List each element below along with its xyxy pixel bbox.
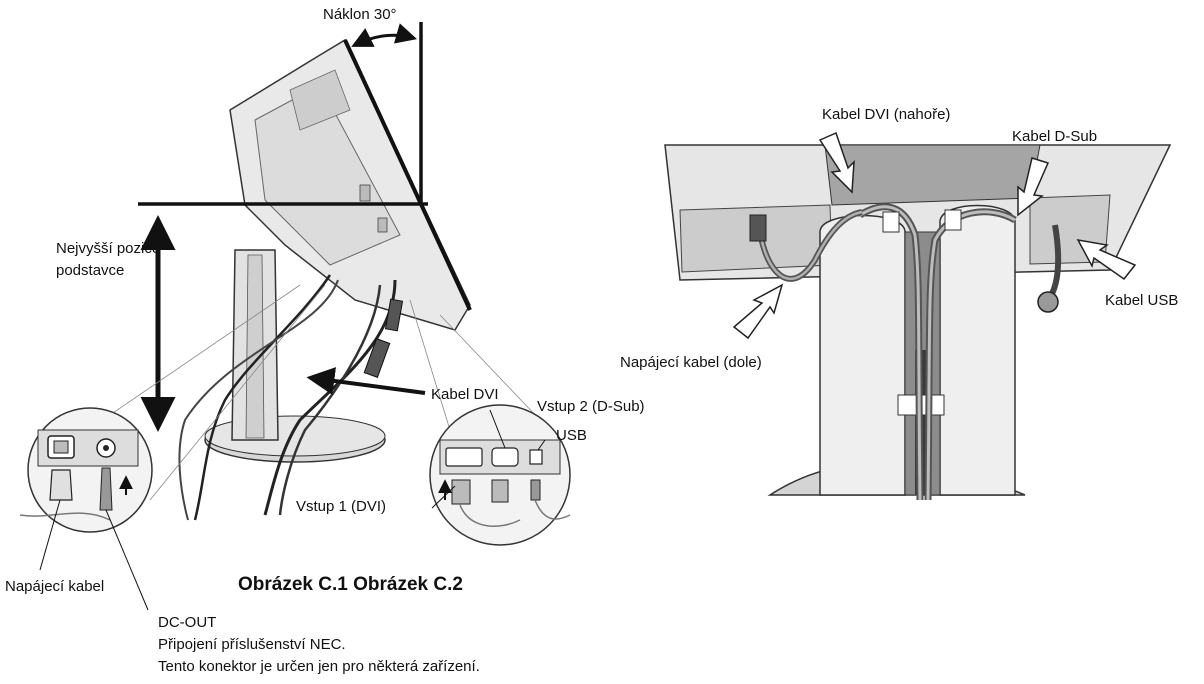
screen-edge-line	[343, 39, 472, 311]
tilt-arc-arrow	[351, 23, 418, 47]
tilt-label: Náklon 30°	[323, 6, 397, 23]
input2-label: Vstup 2 (D-Sub)	[537, 398, 645, 415]
dvi-cable-arrow	[306, 367, 426, 395]
arrow-usb	[1076, 238, 1137, 281]
dsub-label: Kabel D-Sub	[1012, 128, 1098, 145]
dvi-top-label: Kabel DVI (nahoře)	[822, 106, 951, 123]
usb-cable-label: Kabel USB	[1105, 292, 1179, 309]
figure-c1	[19, 22, 571, 611]
signal-connector-inset	[429, 404, 571, 546]
figure-c2	[664, 131, 1172, 501]
dvi-cable-label: Kabel DVI	[431, 386, 499, 403]
column-left	[819, 214, 906, 496]
arrow-power-bottom	[732, 283, 784, 340]
column-right	[939, 204, 1016, 496]
power-bottom-label: Napájecí kabel (dole)	[620, 354, 762, 371]
input1-label: Vstup 1 (DVI)	[296, 498, 387, 515]
dc-out-note-2: Tento konektor je určen jen pro některá …	[158, 658, 480, 675]
max-height-label: Nejvyšší pozice podstavce	[56, 240, 161, 279]
dc-out-note-1: Připojení příslušenství NEC.	[158, 636, 346, 653]
cable-1	[193, 274, 332, 521]
arrow-dsub	[1017, 157, 1050, 217]
usb-label: USB	[556, 427, 587, 444]
arrow-dvi-top	[818, 131, 855, 194]
dc-out-label: DC-OUT	[158, 614, 217, 631]
power-cable-label: Napájecí kabel	[5, 578, 105, 595]
power-connector-inset	[19, 407, 153, 611]
figure-caption: Obrázek C.1 Obrázek C.2	[238, 574, 463, 595]
